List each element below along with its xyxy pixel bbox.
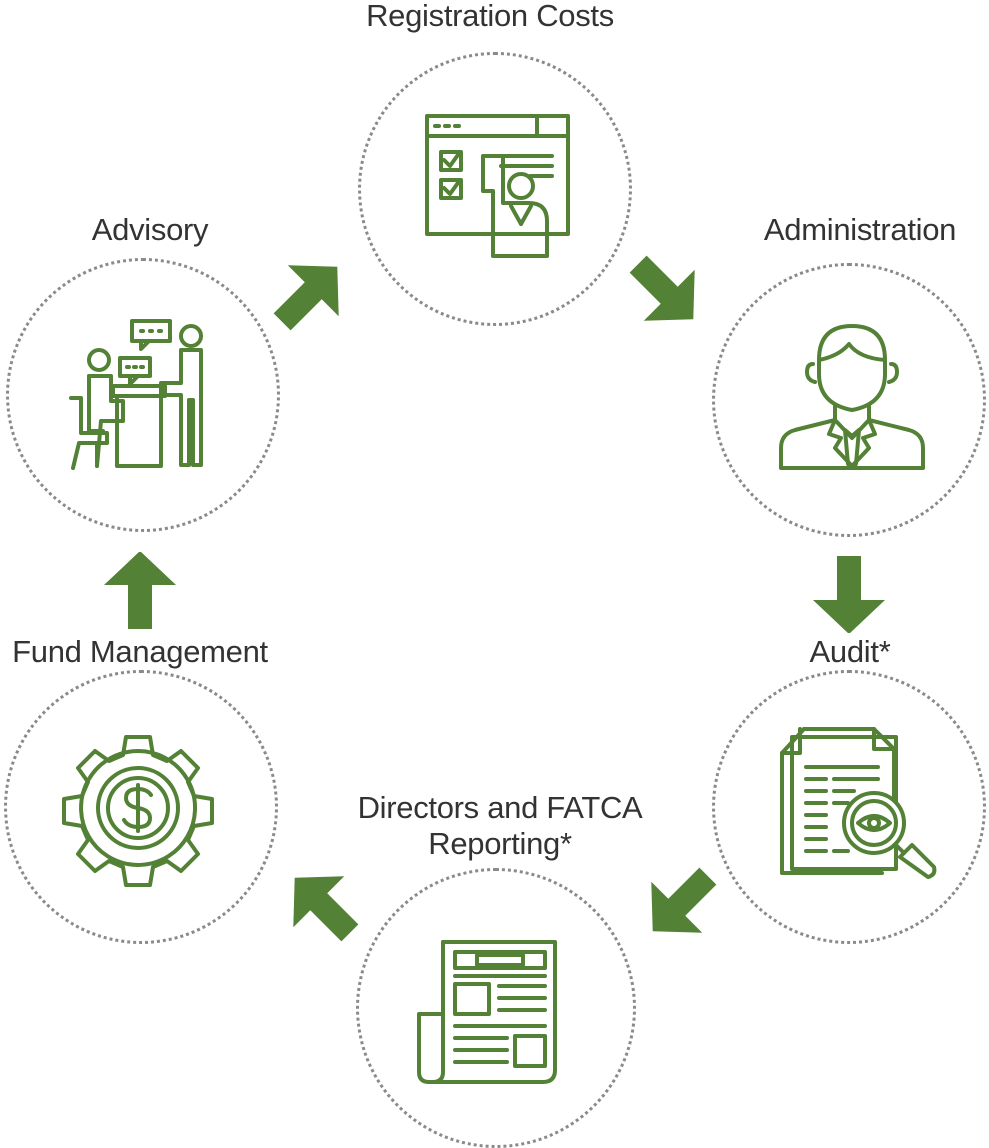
- administration-circle: [712, 263, 986, 537]
- arrow-administration-to-audit: [813, 556, 885, 633]
- arrow-advisory-to-registration: [273, 265, 339, 331]
- advisory-circle: [6, 258, 280, 532]
- arrow-registration-to-administration: [629, 255, 695, 321]
- fund-management-circle: [4, 670, 278, 944]
- newspaper-icon: [417, 940, 557, 1084]
- audit-circle: [712, 670, 986, 944]
- arrow-audit-to-directors: [651, 867, 717, 933]
- audit-label: Audit*: [809, 634, 891, 669]
- presentation-board-icon: [425, 114, 570, 258]
- consultation-icon: [69, 319, 203, 470]
- document-inspection-icon: [780, 727, 937, 879]
- arrow-fund-management-to-advisory: [104, 552, 176, 629]
- dollar-gear-icon: [62, 735, 214, 887]
- businessman-icon: [779, 324, 925, 470]
- registration-costs-label: Registration Costs: [366, 0, 614, 33]
- directors-fatca-label-line2: Reporting*: [428, 826, 572, 861]
- fund-management-label: Fund Management: [12, 634, 268, 669]
- advisory-label: Advisory: [91, 212, 209, 247]
- registration-costs-circle: [358, 52, 632, 326]
- arrow-directors-to-fund-management: [293, 876, 359, 942]
- directors-fatca-label-line1: Directors and FATCA: [357, 790, 643, 825]
- administration-label: Administration: [763, 212, 957, 247]
